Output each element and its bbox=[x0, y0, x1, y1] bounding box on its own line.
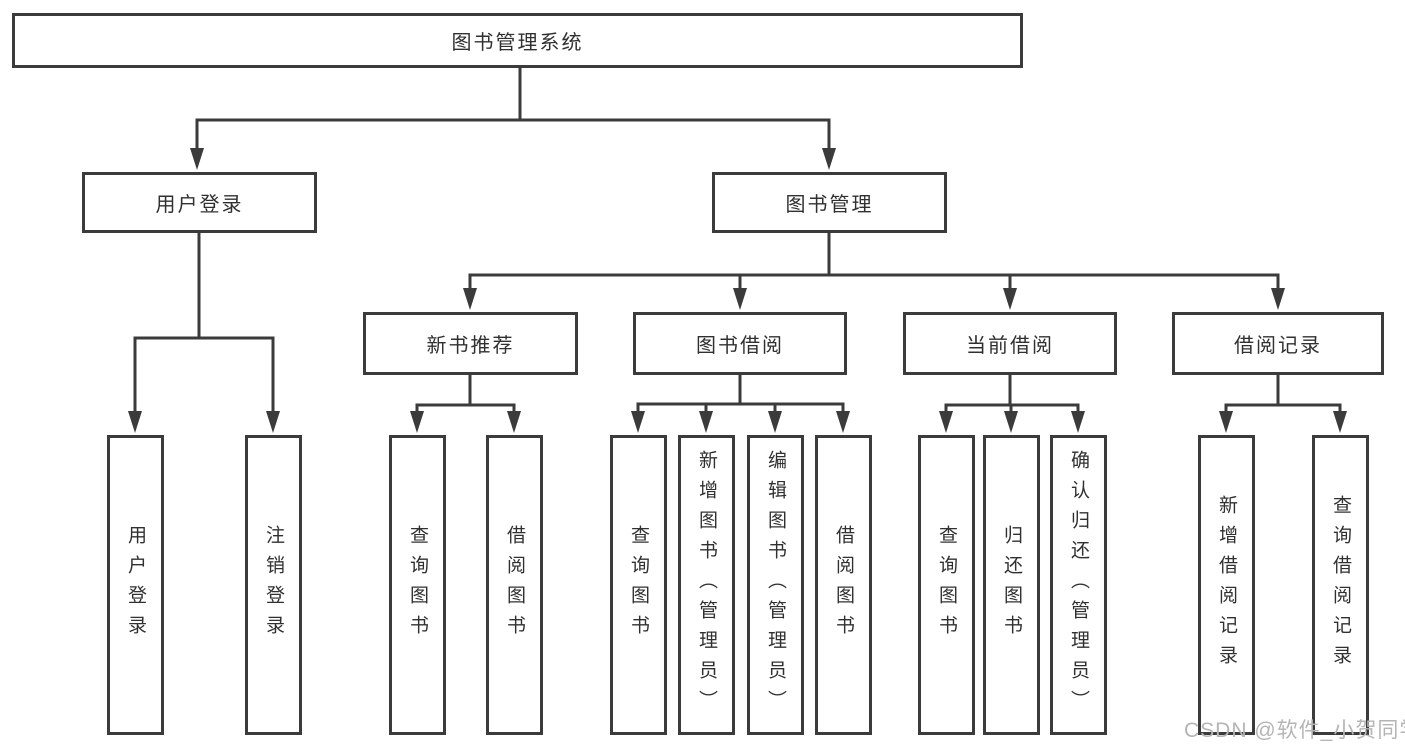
node-book-borrow-label: 图书借阅 bbox=[696, 335, 784, 357]
node-root: 图书管理系统 bbox=[12, 13, 1023, 68]
node-book-management: 图书管理 bbox=[712, 172, 947, 233]
node-user-login-label: 用户登录 bbox=[155, 194, 244, 216]
node-new-book-recommend: 新书推荐 bbox=[363, 312, 578, 375]
node-borrow-record-label: 借阅记录 bbox=[1234, 335, 1322, 357]
leaf-current-query-book-label: 查询图书 bbox=[936, 525, 957, 645]
leaf-edit-book-admin-label: 编辑图书（管理员） bbox=[765, 450, 786, 720]
leaf-recommend-borrow-book-label: 借阅图书 bbox=[504, 525, 525, 645]
node-book-management-label: 图书管理 bbox=[785, 194, 874, 216]
leaf-query-borrow-record-label: 查询借阅记录 bbox=[1330, 495, 1351, 675]
leaf-borrow-query-book-label: 查询图书 bbox=[628, 525, 649, 645]
leaf-logout-label: 注销登录 bbox=[263, 525, 284, 645]
node-new-book-recommend-label: 新书推荐 bbox=[426, 335, 515, 357]
leaf-query-borrow-record: 查询借阅记录 bbox=[1312, 435, 1369, 735]
leaf-user-login: 用户登录 bbox=[107, 435, 164, 735]
leaf-borrow-book-label: 借阅图书 bbox=[833, 525, 854, 645]
node-root-label: 图书管理系统 bbox=[451, 32, 584, 54]
node-borrow-record: 借阅记录 bbox=[1172, 312, 1384, 375]
csdn-watermark: CSDN @软件_小贺同学 bbox=[1184, 719, 1405, 742]
node-book-borrow: 图书借阅 bbox=[633, 312, 847, 375]
leaf-edit-book-admin: 编辑图书（管理员） bbox=[747, 435, 804, 735]
leaf-user-login-label: 用户登录 bbox=[125, 525, 146, 645]
leaf-confirm-return-admin-label: 确认归还（管理员） bbox=[1068, 450, 1089, 720]
leaf-return-book: 归还图书 bbox=[983, 435, 1040, 735]
node-user-login: 用户登录 bbox=[82, 172, 317, 233]
node-current-borrow: 当前借阅 bbox=[903, 312, 1117, 375]
leaf-logout: 注销登录 bbox=[245, 435, 302, 735]
leaf-borrow-book: 借阅图书 bbox=[815, 435, 872, 735]
leaf-current-query-book: 查询图书 bbox=[918, 435, 975, 735]
leaf-add-book-admin-label: 新增图书（管理员） bbox=[696, 450, 717, 720]
leaf-recommend-borrow-book: 借阅图书 bbox=[486, 435, 543, 735]
leaf-confirm-return-admin: 确认归还（管理员） bbox=[1050, 435, 1107, 735]
leaf-return-book-label: 归还图书 bbox=[1001, 525, 1022, 645]
node-current-borrow-label: 当前借阅 bbox=[966, 335, 1054, 357]
leaf-recommend-query-book: 查询图书 bbox=[389, 435, 446, 735]
leaf-add-borrow-record: 新增借阅记录 bbox=[1198, 435, 1255, 735]
arrowheads bbox=[128, 148, 1347, 433]
leaf-add-book-admin: 新增图书（管理员） bbox=[678, 435, 735, 735]
leaf-recommend-query-book-label: 查询图书 bbox=[407, 525, 428, 645]
leaf-add-borrow-record-label: 新增借阅记录 bbox=[1216, 495, 1237, 675]
leaf-borrow-query-book: 查询图书 bbox=[610, 435, 667, 735]
